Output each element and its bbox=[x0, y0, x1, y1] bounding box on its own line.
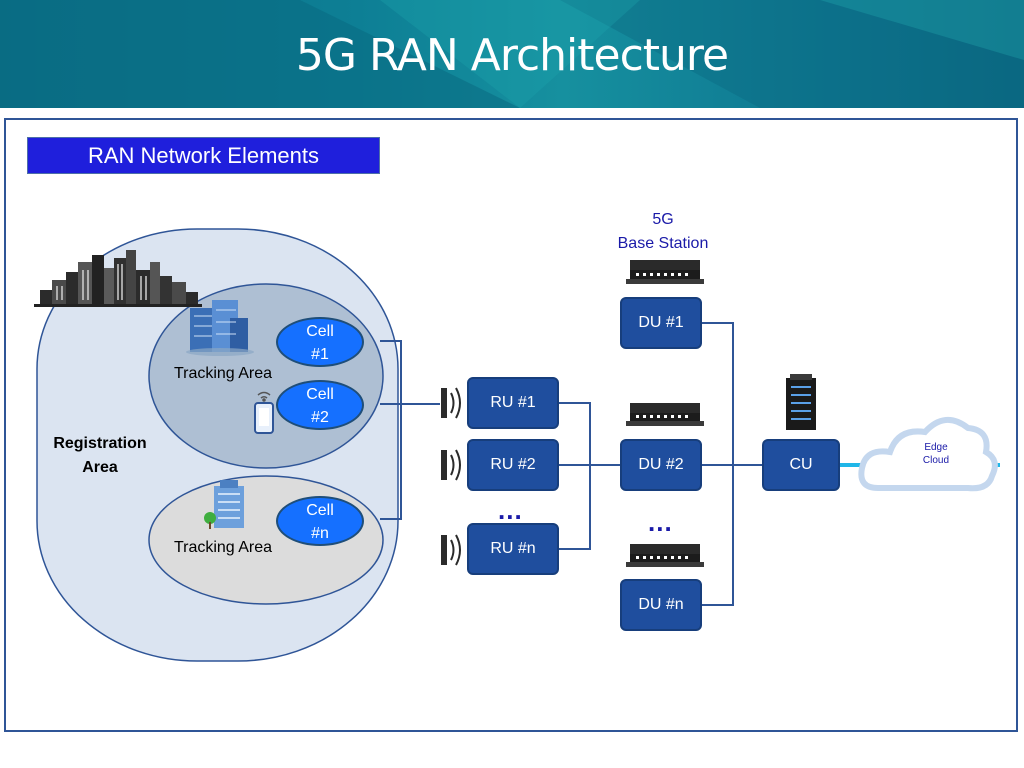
ru-ellipsis: ... bbox=[498, 495, 523, 525]
cell-label-line2: #1 bbox=[311, 346, 329, 363]
antenna-icon bbox=[441, 387, 461, 419]
ru-n-node[interactable]: RU #n bbox=[467, 523, 559, 575]
tracking-area-label: Tracking Area bbox=[173, 365, 273, 382]
cell-label-line1: Cell bbox=[306, 502, 334, 519]
cell-label-line2: #n bbox=[311, 525, 329, 542]
header-banner: 5G RAN Architecture bbox=[0, 0, 1024, 108]
header-decoration bbox=[0, 0, 1024, 108]
server-tower-icon bbox=[786, 374, 816, 430]
du-1-node[interactable]: DU #1 bbox=[620, 297, 702, 349]
antenna-icon bbox=[441, 534, 461, 566]
section-label: RAN Network Elements bbox=[27, 137, 380, 174]
du-n-node[interactable]: DU #n bbox=[620, 579, 702, 631]
du-ellipsis: ... bbox=[648, 507, 673, 537]
registration-area-label: Registration Area bbox=[40, 432, 160, 480]
base-station-label: 5G Base Station bbox=[603, 208, 723, 256]
base-station-label-line2: Base Station bbox=[617, 235, 709, 252]
smartphone-icon bbox=[254, 402, 274, 434]
edge-cloud-label-line2: Cloud bbox=[922, 455, 950, 466]
city-skyline-icon bbox=[34, 250, 202, 307]
office-building-icon bbox=[186, 300, 254, 356]
base-station-label-line1: 5G bbox=[652, 211, 674, 228]
du-cu-links bbox=[702, 322, 762, 606]
page-title: 5G RAN Architecture bbox=[295, 30, 729, 81]
cell-label-line2: #2 bbox=[311, 409, 329, 426]
cell-label-line1: Cell bbox=[306, 386, 334, 403]
rack-router-icon bbox=[626, 260, 704, 284]
cell-n[interactable]: Cell #n bbox=[276, 496, 364, 546]
cu-node[interactable]: CU bbox=[762, 439, 840, 491]
ru-1-node[interactable]: RU #1 bbox=[467, 377, 559, 429]
edge-cloud-label-line1: Edge bbox=[924, 442, 948, 453]
rack-router-icon bbox=[626, 403, 704, 426]
office-building-icon bbox=[204, 480, 244, 529]
rack-router-icon bbox=[626, 544, 704, 567]
registration-area-label-line2: Area bbox=[82, 459, 118, 476]
antenna-icon bbox=[441, 449, 461, 481]
tracking-area-label: Tracking Area bbox=[173, 539, 273, 556]
cell-label-line1: Cell bbox=[306, 323, 334, 340]
cell-1[interactable]: Cell #1 bbox=[276, 317, 364, 367]
cell-2[interactable]: Cell #2 bbox=[276, 380, 364, 430]
du-2-node[interactable]: DU #2 bbox=[620, 439, 702, 491]
cloud-icon bbox=[858, 417, 998, 492]
cell-links bbox=[380, 340, 440, 520]
registration-area-label-line1: Registration bbox=[53, 435, 147, 452]
wifi-icon bbox=[257, 391, 271, 402]
edge-cloud-label: Edge Cloud bbox=[906, 441, 966, 467]
ru-du-links bbox=[559, 402, 620, 550]
ru-2-node[interactable]: RU #2 bbox=[467, 439, 559, 491]
